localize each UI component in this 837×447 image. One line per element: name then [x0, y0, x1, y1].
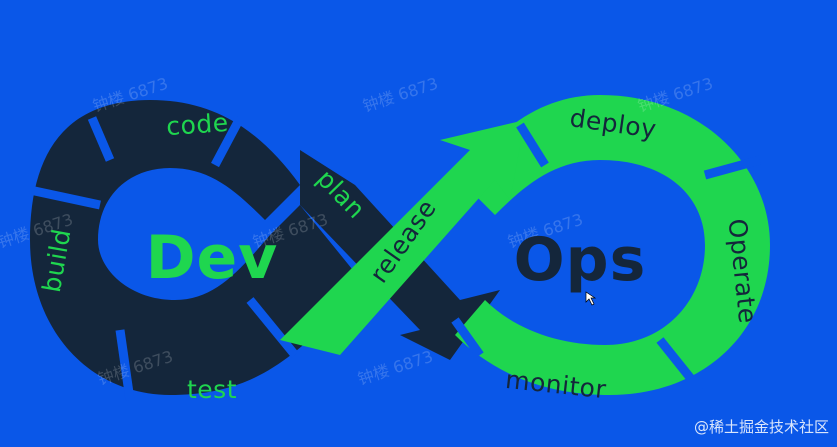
dev-gap-5: [246, 297, 299, 358]
dev-loop-ring: [30, 100, 365, 395]
label-code: code: [165, 108, 229, 141]
watermark: 钟楼 6873: [360, 74, 440, 116]
dev-gap-2: [211, 115, 244, 168]
watermark: 钟楼 6873: [355, 347, 435, 389]
ops-title: Ops: [514, 225, 647, 295]
ops-gap-1: [516, 122, 549, 168]
ops-loop-ring: [455, 95, 770, 395]
label-test: test: [187, 375, 237, 404]
dev-title: Dev: [146, 223, 279, 293]
release-arrow: [280, 120, 525, 355]
ops-loop: [280, 95, 770, 395]
credit-text: @稀土掘金技术社区: [693, 418, 829, 436]
dev-gap-3: [29, 185, 101, 210]
dev-gap-4: [115, 329, 135, 401]
cursor-icon: [585, 291, 597, 306]
ops-gap-3: [656, 337, 704, 393]
ops-gap-2: [703, 155, 762, 180]
dev-gap-1: [87, 116, 115, 162]
ops-gap-4: [451, 317, 484, 358]
watermark: 钟楼 6873: [635, 74, 715, 116]
